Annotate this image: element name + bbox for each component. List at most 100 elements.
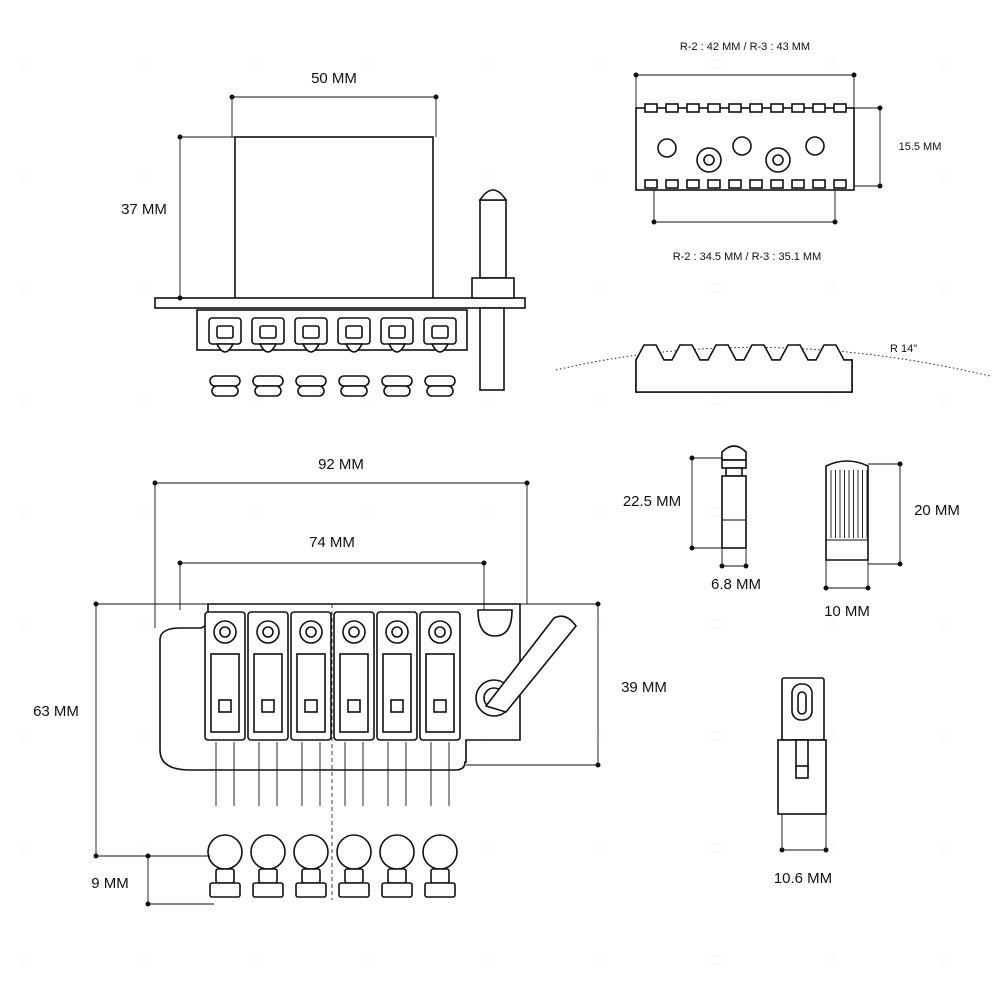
base-length-label: 63 MM [33, 703, 79, 720]
svg-text:◌: ◌ [595, 501, 607, 523]
bushing-width-label: 10 MM [824, 603, 870, 620]
stud-bushing: 20 MM 10 MM [823, 460, 960, 620]
block-height-label: 37 MM [121, 201, 167, 218]
svg-text:◌: ◌ [135, 949, 147, 971]
svg-text:◌: ◌ [135, 53, 147, 75]
svg-text:◌: ◌ [825, 613, 837, 635]
svg-text:◌: ◌ [365, 949, 377, 971]
svg-text:◌: ◌ [940, 725, 952, 747]
svg-text:◌: ◌ [710, 389, 722, 411]
sustain-block [234, 136, 434, 301]
svg-text:◌: ◌ [710, 613, 722, 635]
svg-text:◌: ◌ [480, 389, 492, 411]
string-spacing-label: 74 MM [309, 534, 355, 551]
arm-offset-label: 39 MM [621, 679, 667, 696]
svg-text:◌: ◌ [940, 165, 952, 187]
svg-text:◌: ◌ [20, 53, 32, 75]
base-width-label: 92 MM [318, 456, 364, 473]
svg-text:◌: ◌ [595, 613, 607, 635]
lock-nut-top-view: R-2 : 42 MM / R-3 : 43 MM 15.5 MM R-2 : … [633, 41, 942, 263]
nut-radius-view: R 14" [555, 343, 991, 393]
svg-text:◌: ◌ [135, 725, 147, 747]
svg-text:◌: ◌ [135, 837, 147, 859]
svg-text:◌: ◌ [940, 501, 952, 523]
arm-socket [471, 189, 515, 391]
single-saddle: 10.6 MM [774, 677, 832, 887]
fine-tuner-label: 9 MM [91, 875, 129, 892]
nut-teeth [644, 103, 847, 189]
bushing-height-label: 20 MM [914, 502, 960, 519]
svg-text:◌: ◌ [710, 725, 722, 747]
svg-text:◌: ◌ [940, 53, 952, 75]
watermark-pattern: ◌ ◌ ◌ ◌ ◌ ◌ ◌ ◌ ◌ ◌ ◌ ◌ ◌ ◌ ◌ ◌ ◌ ◌ ◌ ◌ ◌ ◌ ◌ ◌ ◌ ◌ ◌ ◌ ◌ ◌ ◌ ◌ ◌ ◌ ◌ ◌ ◌ ◌ ◌ ◌… [20, 53, 952, 971]
nut-top-width-label: R-2 : 42 MM / R-3 : 43 MM [680, 41, 810, 53]
svg-text:◌: ◌ [135, 389, 147, 411]
svg-text:◌: ◌ [135, 501, 147, 523]
svg-text:◌: ◌ [940, 277, 952, 299]
svg-text:◌: ◌ [480, 837, 492, 859]
svg-text:◌: ◌ [20, 165, 32, 187]
post-width-label: 6.8 MM [711, 576, 761, 593]
svg-text:◌: ◌ [20, 501, 32, 523]
svg-text:◌: ◌ [20, 613, 32, 635]
bushing-knurl [830, 470, 868, 538]
svg-text:◌: ◌ [20, 277, 32, 299]
lock-width-label: 50 MM [311, 70, 357, 87]
svg-text:◌: ◌ [595, 53, 607, 75]
front-fine-tuners [209, 375, 456, 397]
svg-text:◌: ◌ [595, 165, 607, 187]
svg-text:◌: ◌ [595, 389, 607, 411]
svg-text:◌: ◌ [825, 725, 837, 747]
front-saddles [208, 317, 457, 353]
svg-text:◌: ◌ [365, 501, 377, 523]
svg-text:◌: ◌ [710, 53, 722, 75]
svg-text:◌: ◌ [595, 277, 607, 299]
svg-text:◌: ◌ [480, 501, 492, 523]
svg-text:◌: ◌ [595, 949, 607, 971]
baseplate-top-view: 92 MM 74 MM 63 MM 39 MM 9 MM [33, 456, 667, 907]
svg-text:◌: ◌ [940, 837, 952, 859]
svg-text:◌: ◌ [250, 53, 262, 75]
post-height-label: 22.5 MM [623, 493, 681, 510]
svg-text:◌: ◌ [135, 613, 147, 635]
svg-text:◌: ◌ [710, 837, 722, 859]
svg-text:◌: ◌ [480, 165, 492, 187]
svg-text:◌: ◌ [480, 53, 492, 75]
nut-height-label: 15.5 MM [899, 141, 942, 153]
svg-text:◌: ◌ [940, 613, 952, 635]
base-plate-edge [154, 297, 526, 309]
svg-text:◌: ◌ [365, 389, 377, 411]
nut-bottom-width-label: R-2 : 34.5 MM / R-3 : 35.1 MM [673, 251, 822, 263]
saddle-row [196, 309, 468, 351]
saddle-width-label: 10.6 MM [774, 870, 832, 887]
svg-text:◌: ◌ [940, 389, 952, 411]
svg-text:◌: ◌ [135, 277, 147, 299]
svg-text:◌: ◌ [20, 949, 32, 971]
svg-text:◌: ◌ [940, 949, 952, 971]
svg-text:◌: ◌ [20, 389, 32, 411]
stud-post: 22.5 MM 6.8 MM [623, 445, 761, 593]
svg-text:◌: ◌ [825, 837, 837, 859]
top-fine-tuners [207, 834, 458, 898]
svg-text:◌: ◌ [825, 949, 837, 971]
svg-text:◌: ◌ [595, 837, 607, 859]
svg-text:◌: ◌ [20, 725, 32, 747]
top-saddles [204, 611, 461, 806]
tremolo-arm [475, 615, 578, 717]
svg-text:◌: ◌ [480, 949, 492, 971]
svg-text:◌: ◌ [250, 501, 262, 523]
svg-text:◌: ◌ [710, 501, 722, 523]
front-view: 50 MM 37 MM [121, 70, 526, 397]
svg-text:◌: ◌ [365, 53, 377, 75]
svg-text:◌: ◌ [825, 277, 837, 299]
svg-text:◌: ◌ [710, 277, 722, 299]
radius-label: R 14" [890, 343, 917, 355]
svg-text:◌: ◌ [20, 837, 32, 859]
svg-text:◌: ◌ [710, 949, 722, 971]
svg-text:◌: ◌ [135, 165, 147, 187]
svg-text:◌: ◌ [595, 725, 607, 747]
svg-text:◌: ◌ [825, 389, 837, 411]
svg-text:◌: ◌ [250, 949, 262, 971]
svg-text:◌: ◌ [825, 53, 837, 75]
